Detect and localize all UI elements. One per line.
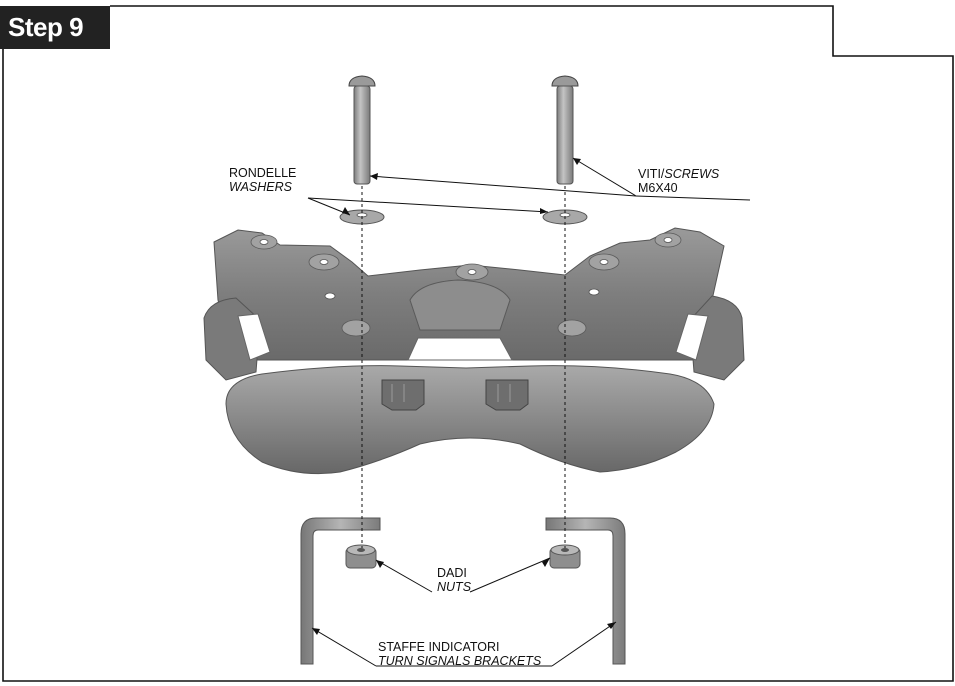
washers-label-it: RONDELLE — [229, 166, 297, 180]
screws-size-label: M6X40 — [638, 181, 678, 195]
screws-label-it: VITI/ — [638, 167, 665, 181]
screws-label: VITI/SCREWS M6X40 — [638, 167, 719, 195]
washers-label: RONDELLE WASHERS — [229, 166, 296, 194]
bracket-right — [545, 517, 626, 665]
brackets-label-en: TURN SIGNALS BRACKETS — [378, 654, 542, 668]
arrowheads — [312, 158, 616, 635]
step-badge: Step 9 — [0, 6, 110, 49]
screw-right — [551, 75, 579, 185]
nuts-label: DADI NUTS — [437, 566, 471, 594]
screws-label-en: SCREWS — [664, 167, 720, 181]
leader-lines — [307, 157, 751, 667]
washers-label-en: WASHERS — [229, 180, 292, 194]
rear-frame-part — [203, 227, 745, 475]
screw-left — [348, 75, 376, 185]
page-frame — [2, 5, 954, 682]
brackets-label: STAFFE INDICATORI TURN SIGNALS BRACKETS — [378, 640, 541, 668]
nuts-label-en: NUTS — [437, 580, 472, 594]
assembly-axis-lines — [361, 186, 566, 548]
nut-right — [549, 544, 581, 569]
nut-left — [345, 544, 377, 569]
brackets-label-it: STAFFE INDICATORI — [378, 640, 500, 654]
bracket-left — [300, 517, 381, 665]
nuts-label-it: DADI — [437, 566, 467, 580]
